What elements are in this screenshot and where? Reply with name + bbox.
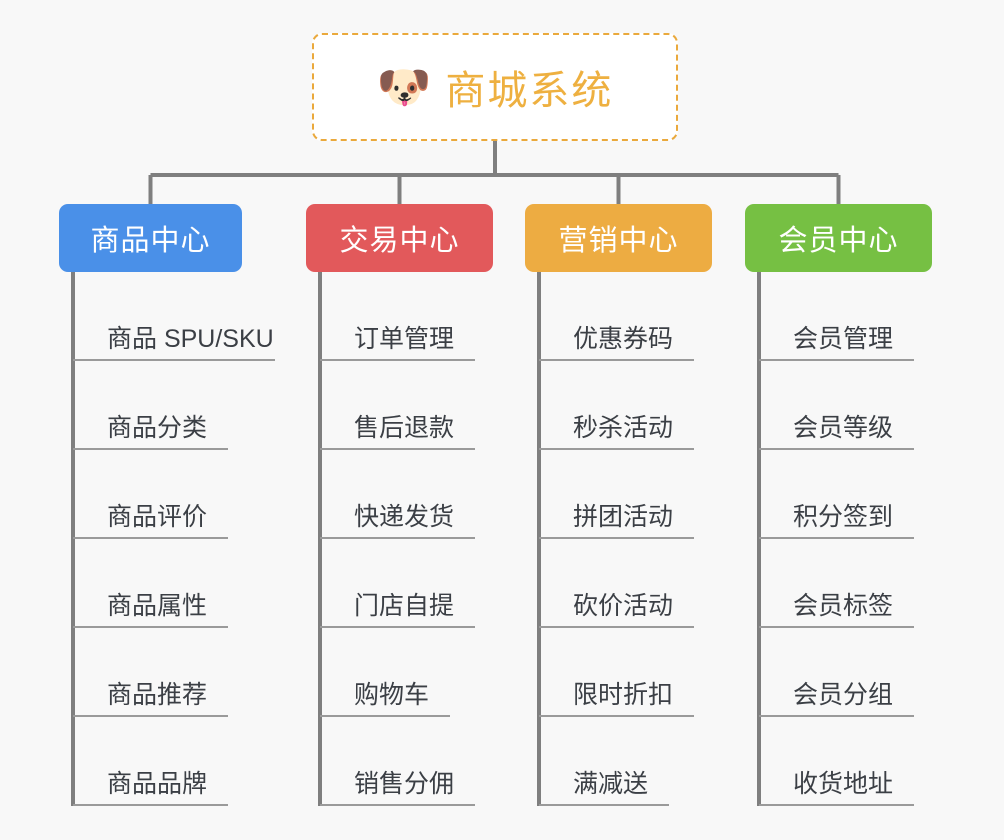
leaf-item-label: 门店自提	[354, 592, 455, 620]
leaf-underline	[539, 715, 694, 717]
leaf-underline	[320, 537, 475, 539]
category-header-product-center[interactable]: 商品中心	[59, 204, 242, 272]
leaf-underline	[759, 448, 914, 450]
category-header-member-center[interactable]: 会员中心	[745, 204, 932, 272]
leaf-item-label: 商品品牌	[107, 770, 208, 798]
leaf-underline	[759, 626, 914, 628]
leaf-item[interactable]: 砍价活动	[539, 539, 712, 628]
leaf-underline	[759, 537, 914, 539]
leaf-underline	[539, 448, 694, 450]
leaf-item[interactable]: 商品推荐	[73, 628, 274, 717]
leaf-item-label: 秒杀活动	[573, 414, 674, 442]
leaf-item-label: 砍价活动	[573, 592, 674, 620]
leaf-item[interactable]: 会员管理	[759, 272, 932, 361]
category-header-label: 营销中心	[558, 225, 679, 257]
leaf-item-label: 购物车	[354, 681, 430, 709]
leaf-underline	[759, 359, 914, 361]
leaf-item[interactable]: 限时折扣	[539, 628, 712, 717]
leaf-underline	[539, 359, 694, 361]
leaf-underline	[73, 715, 228, 717]
leaf-list-trade-center: 订单管理售后退款快递发货门店自提购物车销售分佣	[320, 272, 493, 806]
leaf-item[interactable]: 商品分类	[73, 361, 274, 450]
leaf-underline	[539, 626, 694, 628]
leaf-list-product-center: 商品 SPU/SKU 商品分类商品评价商品属性商品推荐商品品牌	[73, 272, 275, 806]
leaf-item[interactable]: 售后退款	[320, 361, 493, 450]
category-header-label: 交易中心	[339, 225, 460, 257]
leaf-item-label: 商品评价	[107, 503, 208, 531]
leaf-item-label: 满减送	[573, 770, 649, 798]
leaf-item[interactable]: 购物车	[320, 628, 493, 717]
category-header-label: 商品中心	[90, 225, 211, 257]
leaf-list-marketing-center: 优惠券码秒杀活动拼团活动砍价活动限时折扣满减送	[539, 272, 712, 806]
leaf-item[interactable]: 优惠券码	[539, 272, 712, 361]
root-node[interactable]: 🐶 商城系统	[312, 33, 678, 141]
leaf-item[interactable]: 会员分组	[759, 628, 932, 717]
leaf-underline	[320, 804, 475, 806]
leaf-item-label: 积分签到	[793, 503, 894, 531]
leaf-underline	[320, 715, 450, 717]
leaf-underline	[73, 359, 275, 361]
leaf-item-label: 销售分佣	[354, 770, 455, 798]
leaf-underline	[73, 448, 228, 450]
leaf-underline	[320, 626, 475, 628]
leaf-item-label: 拼团活动	[573, 503, 674, 531]
leaf-item[interactable]: 商品属性	[73, 539, 274, 628]
leaf-underline	[539, 804, 669, 806]
leaf-item-label: 商品 SPU/SKU	[107, 325, 274, 353]
leaf-underline	[759, 804, 914, 806]
leaf-item[interactable]: 门店自提	[320, 539, 493, 628]
leaf-item-label: 商品属性	[107, 592, 208, 620]
leaf-item[interactable]: 销售分佣	[320, 717, 493, 806]
leaf-underline	[320, 448, 475, 450]
leaf-item[interactable]: 快递发货	[320, 450, 493, 539]
leaf-item-label: 会员分组	[793, 681, 894, 709]
column-member-center: 会员中心会员管理会员等级积分签到会员标签会员分组收货地址	[745, 204, 932, 806]
column-trade-center: 交易中心订单管理售后退款快递发货门店自提购物车销售分佣	[306, 204, 493, 806]
leaf-item-label: 订单管理	[354, 325, 455, 353]
leaf-item[interactable]: 会员标签	[759, 539, 932, 628]
leaf-item-label: 优惠券码	[573, 325, 674, 353]
column-marketing-center: 营销中心优惠券码秒杀活动拼团活动砍价活动限时折扣满减送	[525, 204, 712, 806]
leaf-item[interactable]: 商品品牌	[73, 717, 274, 806]
leaf-item[interactable]: 订单管理	[320, 272, 493, 361]
leaf-underline	[759, 715, 914, 717]
dog-face-icon: 🐶	[376, 63, 432, 112]
leaf-item[interactable]: 秒杀活动	[539, 361, 712, 450]
leaf-item[interactable]: 会员等级	[759, 361, 932, 450]
leaf-underline	[320, 359, 475, 361]
category-header-marketing-center[interactable]: 营销中心	[525, 204, 712, 272]
leaf-underline	[539, 537, 694, 539]
category-header-label: 会员中心	[778, 225, 899, 257]
leaf-list-member-center: 会员管理会员等级积分签到会员标签会员分组收货地址	[759, 272, 932, 806]
leaf-item[interactable]: 商品评价	[73, 450, 274, 539]
leaf-item-label: 会员管理	[793, 325, 894, 353]
category-header-trade-center[interactable]: 交易中心	[306, 204, 493, 272]
leaf-item-label: 商品推荐	[107, 681, 208, 709]
leaf-item-label: 商品分类	[107, 414, 208, 442]
leaf-item[interactable]: 积分签到	[759, 450, 932, 539]
leaf-underline	[73, 537, 228, 539]
leaf-item-label: 限时折扣	[573, 681, 674, 709]
leaf-item-label: 快递发货	[354, 503, 455, 531]
leaf-item-label: 收货地址	[793, 770, 894, 798]
leaf-item[interactable]: 拼团活动	[539, 450, 712, 539]
leaf-item[interactable]: 商品 SPU/SKU	[73, 272, 275, 361]
leaf-underline	[73, 804, 228, 806]
leaf-underline	[73, 626, 228, 628]
leaf-item[interactable]: 满减送	[539, 717, 712, 806]
leaf-item-label: 会员标签	[793, 592, 894, 620]
column-product-center: 商品中心商品 SPU/SKU 商品分类商品评价商品属性商品推荐商品品牌	[59, 204, 275, 806]
root-title: 商城系统	[445, 69, 614, 113]
leaf-item[interactable]: 收货地址	[759, 717, 932, 806]
leaf-item-label: 售后退款	[354, 414, 455, 442]
leaf-item-label: 会员等级	[793, 414, 894, 442]
